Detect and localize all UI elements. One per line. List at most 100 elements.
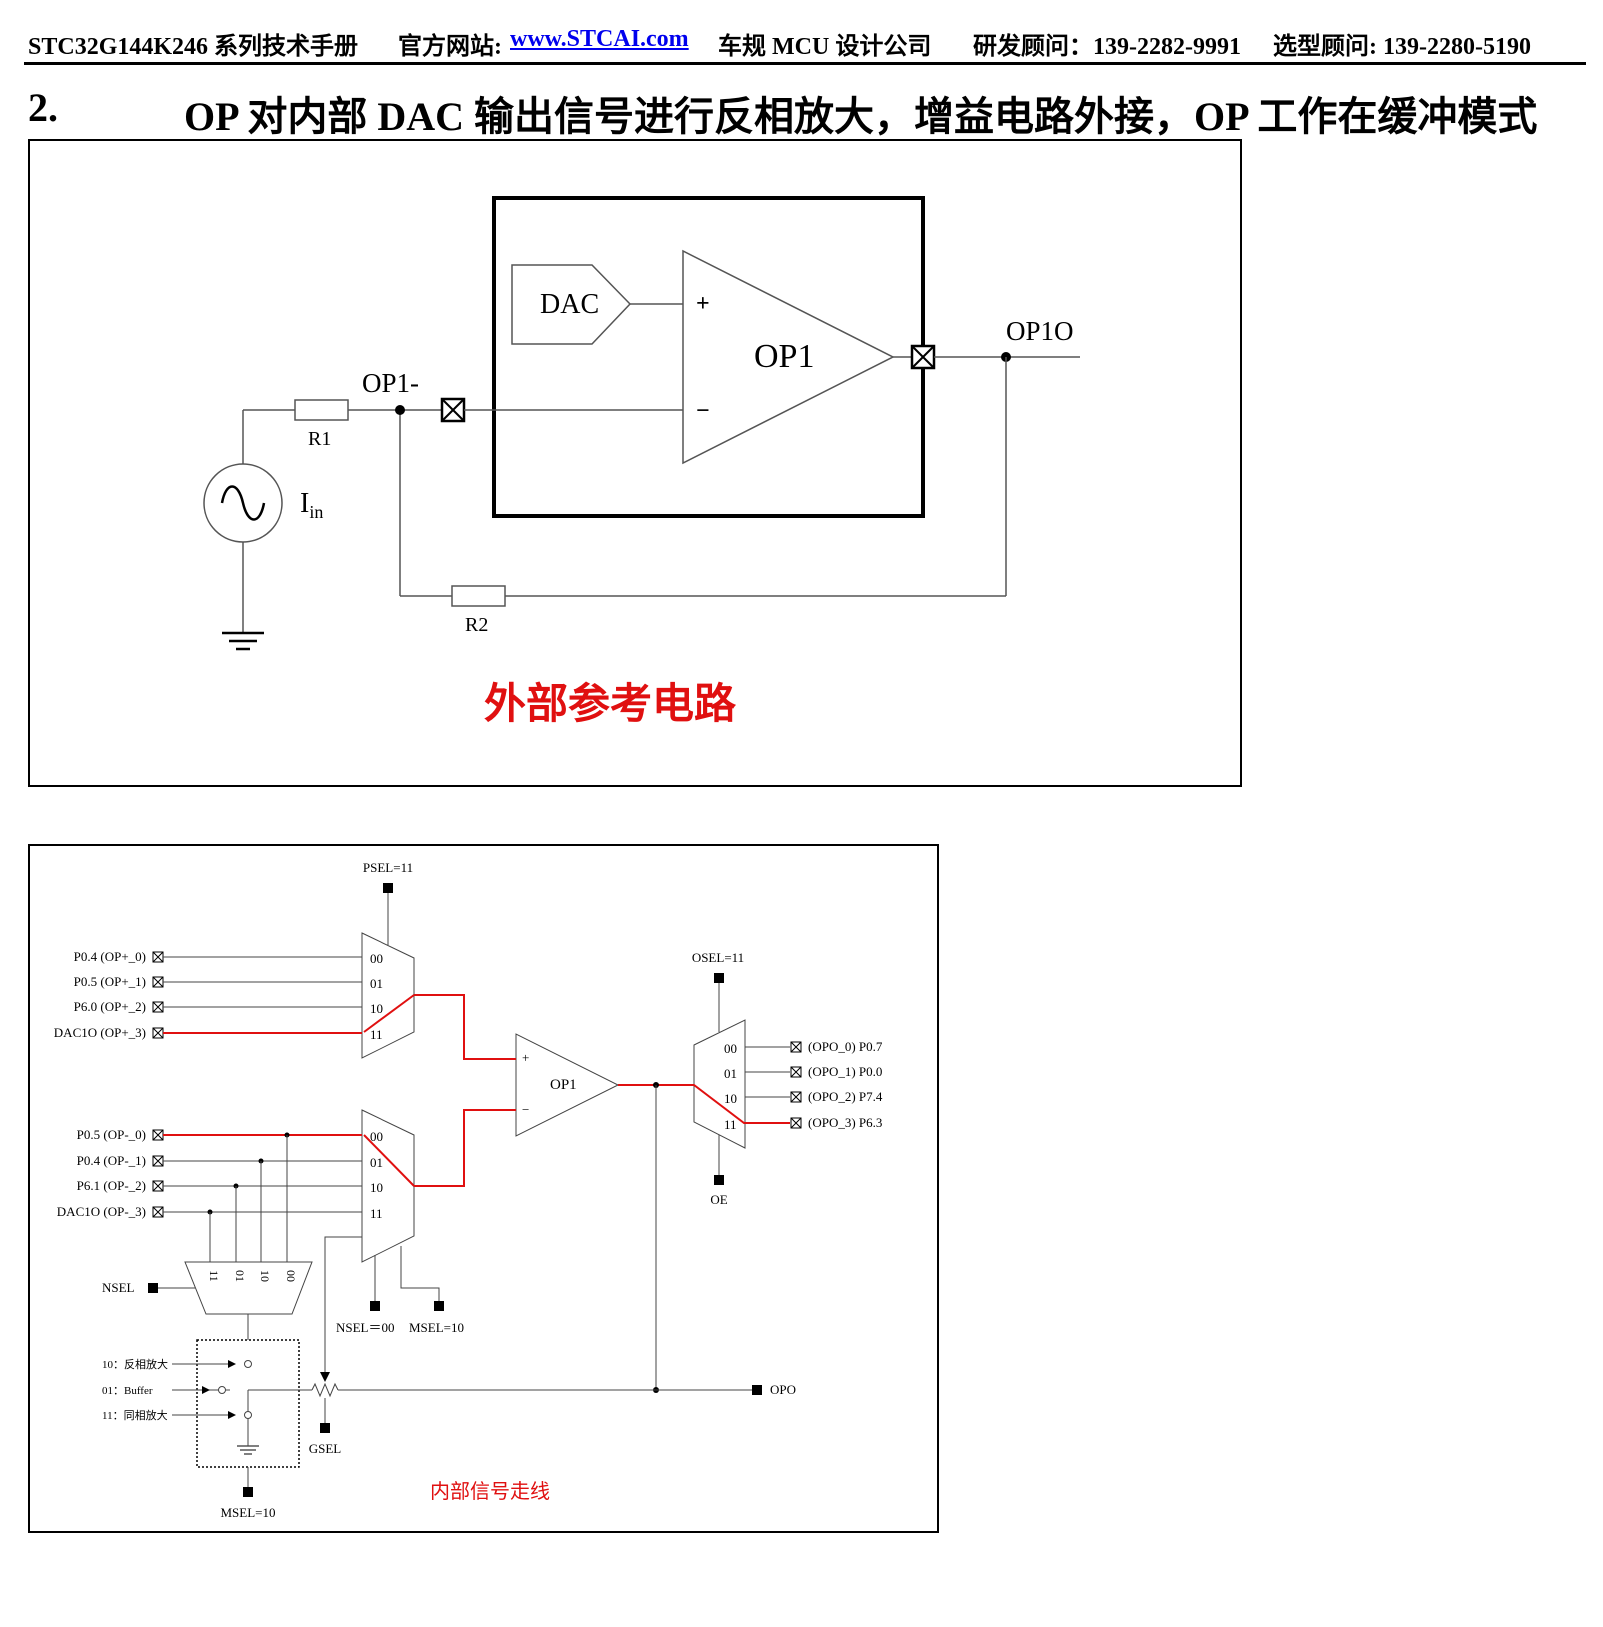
op-label: OP1 [754, 338, 814, 375]
output-demux [693, 1019, 746, 1149]
osel-label: OSEL=11 [692, 950, 744, 965]
pin-icon [152, 1001, 164, 1013]
output-label: OP1O [1006, 316, 1074, 346]
positive-input-mux [361, 932, 415, 1059]
junction-dot [395, 405, 405, 415]
oe-pin [714, 1175, 724, 1185]
header-divider [24, 62, 1586, 65]
mux-code-label: 00 [724, 1041, 737, 1056]
negative-input-label: DAC1O (OP-_3) [57, 1204, 146, 1219]
pin-icon [440, 397, 466, 423]
mux-select-path [363, 994, 415, 1033]
website-link[interactable]: www.STCAI.com [510, 26, 689, 52]
dac-label: DAC [540, 289, 599, 320]
r2-label: R2 [465, 614, 488, 636]
nsel-label: NSEL [102, 1280, 135, 1295]
positive-input-label: P0.5 (OP+_1) [74, 974, 146, 989]
msel-value-pin [434, 1301, 444, 1311]
minus-sign: − [696, 398, 710, 424]
manual-title: STC32G144K246 系列技术手册 [28, 34, 359, 60]
switch-contact [244, 1411, 252, 1419]
pin-icon [152, 1027, 164, 1039]
negative-input-label: P0.4 (OP-_1) [77, 1153, 146, 1168]
section-title: OP 对内部 DAC 输出信号进行反相放大，增益电路外接，OP 工作在缓冲模式 [184, 94, 1538, 139]
mux-code-label: 00 [370, 951, 383, 966]
external-caption: 外部参考电路 [484, 681, 737, 728]
mux-code-label: 10 [724, 1091, 737, 1106]
osel-pin [714, 973, 724, 983]
decoder-code-label: 00 [284, 1270, 298, 1282]
minus-sign: − [522, 1102, 529, 1117]
pin-icon [152, 1206, 164, 1218]
rd-contact: 研发顾问：139-2282-9991 [973, 34, 1241, 60]
sales-contact: 选型顾问: 139-2280-5190 [1273, 34, 1531, 60]
page-header: STC32G144K246 系列技术手册 官方网站: www.STCAI.com… [28, 22, 1586, 62]
neg-input-label: OP1- [362, 368, 419, 398]
negative-input-label: P0.5 (OP-_0) [77, 1127, 146, 1142]
negative-input-mux [361, 1109, 415, 1263]
mux-code-label: 01 [724, 1066, 737, 1081]
ground-icon [222, 631, 264, 651]
mux-code-label: 01 [370, 1155, 383, 1170]
output-label: (OPO_1) P0.0 [808, 1064, 882, 1079]
mux-code-label: 11 [370, 1206, 383, 1221]
pin-icon [152, 951, 164, 963]
mux-code-label: 10 [370, 1001, 383, 1016]
gsel-pin [320, 1423, 330, 1433]
pin-icon [790, 1066, 802, 1078]
mux-code-label: 10 [370, 1180, 383, 1195]
decoder-code-label: 11 [207, 1270, 221, 1282]
section-number: 2. [28, 85, 58, 130]
pin-icon [152, 1180, 164, 1192]
pin-icon [790, 1117, 802, 1129]
sine-wave-icon [220, 485, 266, 521]
routed-negative-path [414, 1109, 516, 1187]
mode-label: 10：反相放大 [102, 1357, 168, 1371]
nsel-value-label: NSEL＝00 [336, 1320, 395, 1335]
psel-pin [383, 883, 393, 893]
plus-sign: + [696, 291, 710, 317]
arrow-icon [228, 1411, 236, 1419]
msel-label: MSEL=10 [220, 1505, 275, 1520]
pin-icon [152, 1155, 164, 1167]
oe-label: OE [710, 1192, 727, 1207]
wire [400, 1246, 440, 1301]
gsel-label: GSEL [309, 1441, 342, 1456]
ground-icon [237, 1445, 259, 1455]
nsel-pin [148, 1283, 158, 1293]
pin-icon [790, 1041, 802, 1053]
arrow-icon [202, 1386, 210, 1394]
company-tagline: 车规 MCU 设计公司 [718, 34, 932, 60]
gain-resistor-icon [311, 1382, 339, 1398]
r1-label: R1 [308, 428, 331, 450]
internal-caption: 内部信号走线 [430, 1480, 550, 1503]
website-label: 官方网站: [398, 34, 502, 60]
output-label: (OPO_0) P0.7 [808, 1039, 883, 1054]
arrow-icon [228, 1360, 236, 1368]
mux-select-path [363, 1134, 415, 1187]
positive-input-label: P0.4 (OP+_0) [74, 949, 146, 964]
mux-code-label: 11 [724, 1117, 737, 1132]
pin-icon [152, 976, 164, 988]
mux-code-label: 00 [370, 1129, 383, 1144]
positive-input-label: P6.0 (OP+_2) [74, 999, 146, 1014]
op-amp-symbol [682, 249, 895, 465]
opo-label: OPO [770, 1382, 796, 1397]
nsel-value-pin [370, 1301, 380, 1311]
pin-icon [790, 1091, 802, 1103]
opo-pin [752, 1385, 762, 1395]
output-label: (OPO_3) P6.3 [808, 1115, 882, 1130]
diagram-frame [28, 844, 939, 1533]
nsel-decoder [184, 1261, 313, 1315]
source-label: Iin [300, 488, 323, 522]
op-amp-symbol [515, 1033, 620, 1137]
dac-block [511, 264, 632, 345]
switch-contact [244, 1360, 252, 1368]
switch-contact [218, 1386, 226, 1394]
psel-label: PSEL=11 [363, 860, 413, 875]
msel-value-label: MSEL=10 [409, 1320, 464, 1335]
mux-code-label: 01 [370, 976, 383, 991]
output-label: (OPO_2) P7.4 [808, 1089, 883, 1104]
